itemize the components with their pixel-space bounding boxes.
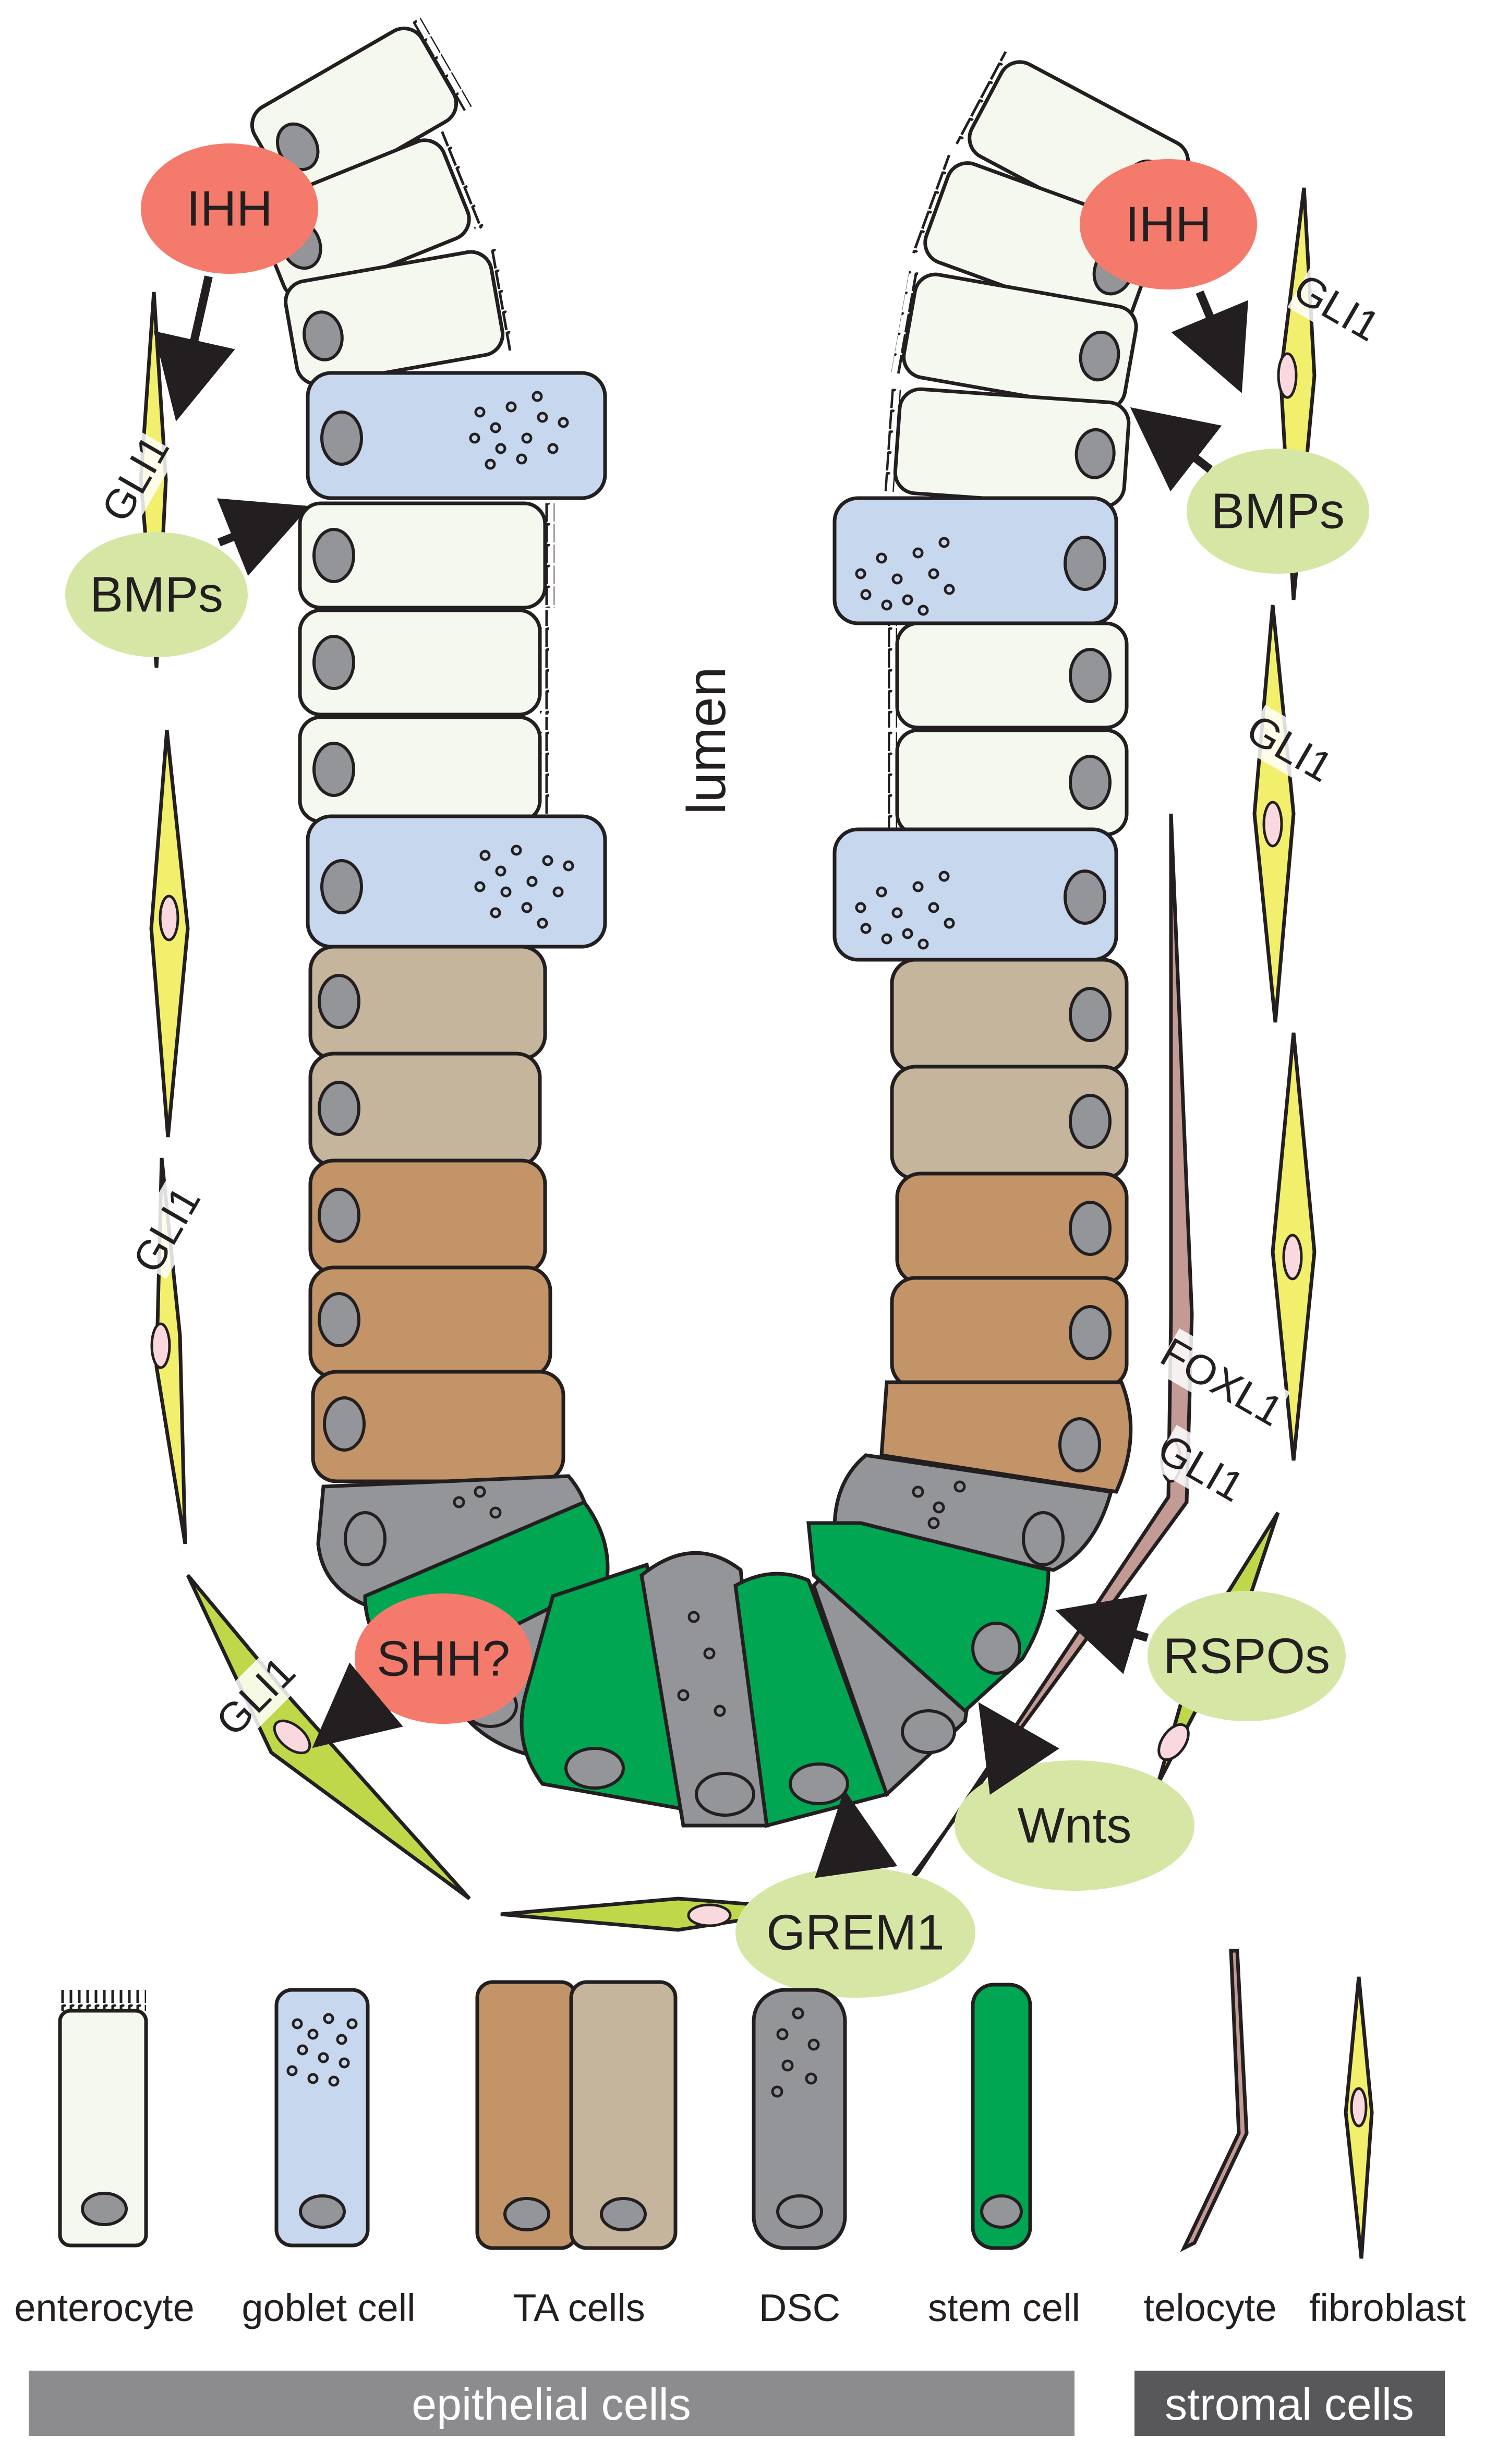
legend: enterocyte goblet cell TA cells (14, 1949, 1466, 2436)
legend-enterocyte: enterocyte (14, 1990, 195, 2329)
stromal-bar-label: stromal cells (1165, 2380, 1414, 2430)
lumen-label: lumen (677, 667, 737, 814)
goblet-granules (469, 391, 569, 470)
goblet-cell (306, 371, 607, 500)
stem-cell (520, 1562, 691, 1813)
signal-arrows (153, 275, 1249, 1878)
goblet-granules (474, 844, 574, 929)
crypt-right-column (832, 50, 1190, 1572)
bmps-bubble-left (65, 532, 248, 657)
legend-stem-label: stem cell (928, 2286, 1080, 2329)
legend-fibroblast: fibroblast (1309, 1976, 1466, 2329)
legend-fibroblast-label: fibroblast (1309, 2286, 1466, 2329)
arrow-ihh-right (1171, 290, 1249, 393)
wnts-label: Wnts (1018, 1798, 1132, 1854)
bmps-label-right: BMPs (1211, 484, 1345, 539)
legend-dsc-label: DSC (759, 2286, 840, 2329)
goblet-granules (855, 537, 955, 616)
arrow-rspos (1055, 1594, 1149, 1674)
rspos-bubble (1148, 1591, 1346, 1721)
legend-enterocyte-label: enterocyte (14, 2286, 195, 2329)
crypt-left-column (250, 16, 607, 1614)
bmps-bubble-right (1187, 449, 1369, 574)
stem-cell (733, 1572, 889, 1828)
stromal-cells (139, 187, 1317, 1932)
arrow-shh (312, 1662, 403, 1748)
ihh-label-left: IHH (186, 181, 272, 237)
stroma-labels: GLI1 GLI1 GLI1 GLI1 GLI1 FOXL1 GLI1 (92, 264, 1387, 1745)
arrow-bmps-left (217, 498, 310, 576)
stromal-bar (1134, 2371, 1445, 2436)
ihh-label-right: IHH (1125, 197, 1211, 252)
goblet-granules (855, 871, 955, 950)
legend-dsc: DSC (752, 1988, 847, 2329)
gli1-label: GLI1 (1150, 1425, 1252, 1511)
grem1-bubble (735, 1867, 975, 1998)
dsc-cell (639, 1551, 769, 1828)
epithelial-bar (29, 2371, 1075, 2436)
legend-stem: stem cell (928, 1983, 1080, 2329)
shh-label: SHH? (377, 1631, 510, 1687)
legend-goblet-label: goblet cell (242, 2286, 415, 2329)
ihh-bubble-right (1080, 159, 1257, 289)
arrow-ihh-left (153, 275, 235, 422)
legend-goblet: goblet cell (242, 1988, 416, 2329)
arrow-bmps-right (1130, 407, 1222, 492)
grem1-label: GREM1 (766, 1905, 944, 1961)
epithelial-bar-label: epithelial cells (412, 2380, 691, 2430)
legend-ta: TA cells (475, 1980, 678, 2329)
legend-telocyte-label: telocyte (1143, 2286, 1276, 2329)
ihh-bubble-left (141, 143, 318, 274)
bmps-label-left: BMPs (90, 567, 223, 623)
legend-ta-label: TA cells (513, 2286, 645, 2329)
legend-telocyte: telocyte (1143, 1949, 1277, 2329)
arrow-wnts (978, 1702, 1059, 1795)
rspos-label: RSPOs (1163, 1628, 1330, 1684)
gli1-label: GLI1 (124, 1179, 209, 1281)
arrow-grem1 (815, 1789, 898, 1878)
